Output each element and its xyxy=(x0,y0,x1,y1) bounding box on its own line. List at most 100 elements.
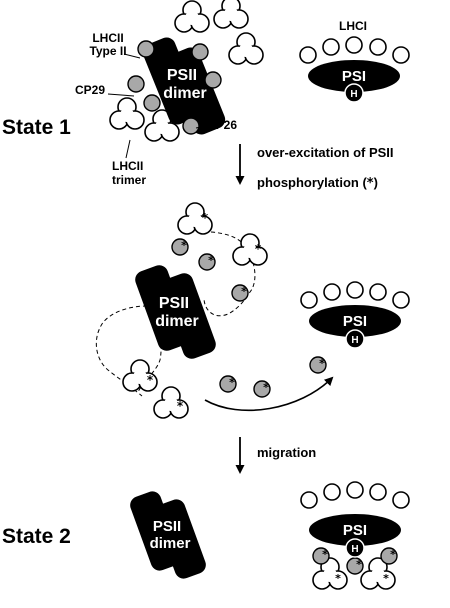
pointer-line xyxy=(125,139,131,159)
phospho-lhcii-trimer xyxy=(232,233,268,266)
bound-minor-antenna xyxy=(380,547,398,565)
bound-minor-antenna xyxy=(312,547,330,565)
psi-complex-state1: LHCI PSI H xyxy=(299,19,410,103)
h-subunit-label: H xyxy=(351,544,358,555)
phospho-mark: * xyxy=(202,211,209,225)
psii-label-line1: PSII xyxy=(167,67,197,84)
pointer-line xyxy=(195,125,206,129)
psi-core xyxy=(308,60,400,92)
lhci-antenna xyxy=(392,491,410,509)
dashed-boundary xyxy=(95,290,169,397)
phospho-minor-antenna xyxy=(231,284,249,302)
lhci-antenna xyxy=(300,491,318,509)
state2-label: State 2 xyxy=(2,525,71,548)
lhci-antenna xyxy=(392,46,410,64)
cp29-label: CP29 xyxy=(75,83,105,97)
lhci-antenna xyxy=(299,46,317,64)
lhci-antenna xyxy=(392,291,410,309)
psi-label: PSI xyxy=(343,313,367,330)
psii-label-line2: dimer xyxy=(150,535,191,552)
phospho-mark: * xyxy=(263,381,269,394)
phospho-mark: * xyxy=(319,357,325,370)
psi-label: PSI xyxy=(343,522,367,539)
minor-antenna xyxy=(182,117,200,135)
minor-antenna xyxy=(204,71,222,89)
phospho-mark: * xyxy=(383,572,389,585)
lhcii-type2-label-line1: LHCII xyxy=(92,31,123,45)
psii-label-line2: dimer xyxy=(155,313,199,330)
psii-dimer-state1: PSII dimer xyxy=(142,37,226,135)
lhci-antenna xyxy=(369,283,387,301)
h-subunit xyxy=(344,83,364,103)
step2-text: migration xyxy=(257,445,316,460)
h-subunit-label: H xyxy=(350,89,357,100)
psii-label-line1: PSII xyxy=(159,295,189,312)
minor-antenna xyxy=(127,75,145,93)
minor-antenna xyxy=(143,94,161,112)
psi-complex-state2: * * * * * PSI H xyxy=(300,481,410,590)
phospho-mark: * xyxy=(390,548,396,561)
phospho-mark: * xyxy=(208,254,214,267)
step2-transition: migration xyxy=(235,437,316,474)
lhcii-type2-label-line2: Type II xyxy=(89,44,126,58)
phospho-mark: * xyxy=(322,548,328,561)
phospho-mark: * xyxy=(356,558,362,571)
phospho-minor-antenna xyxy=(198,253,216,271)
intermediate-group: * * * * PSII dimer * * * * * * xyxy=(95,202,410,419)
lhcii-trimer xyxy=(228,32,264,65)
lhcii-trimer-label-line2: trimer xyxy=(112,173,146,187)
psi-core xyxy=(309,305,401,337)
lhci-antenna xyxy=(346,481,364,499)
h-subunit-label: H xyxy=(351,335,358,346)
pointer-line xyxy=(107,93,135,97)
lhci-antenna xyxy=(300,291,318,309)
state2-group: State 2 PSII dimer * * * * * xyxy=(2,481,410,590)
lhci-label: LHCI xyxy=(339,19,367,33)
h-subunit xyxy=(345,538,365,558)
phospho-mark: * xyxy=(335,572,341,585)
psi-complex-intermediate: PSI H xyxy=(300,281,410,349)
lhci-antenna xyxy=(345,36,363,54)
minor-antenna xyxy=(137,40,155,58)
state1-label: State 1 xyxy=(2,116,71,139)
migrating-antenna xyxy=(309,356,327,374)
step1-text-line1: over-excitation of PSII xyxy=(257,145,394,160)
lhcii-trimer xyxy=(174,0,210,33)
step1-text-line2: phosphorylation (*) xyxy=(257,175,378,191)
lhci-antenna xyxy=(369,483,387,501)
bound-minor-antenna xyxy=(346,557,364,575)
lhci-antenna xyxy=(323,283,341,301)
psii-label-line2: dimer xyxy=(163,85,207,102)
migration-curve-arrow xyxy=(204,376,334,412)
lhcii-trimer xyxy=(109,97,145,130)
phospho-mark: * xyxy=(229,376,235,389)
dashed-boundary xyxy=(189,231,256,317)
lhci-antenna xyxy=(323,483,341,501)
migrating-antenna xyxy=(253,380,271,398)
migrating-antenna xyxy=(219,375,237,393)
phospho-minor-antenna xyxy=(171,238,189,256)
phospho-mark: * xyxy=(147,373,154,387)
minor-antenna xyxy=(191,43,209,61)
lhci-antenna xyxy=(346,281,364,299)
cp26-label: CP26 xyxy=(207,118,237,132)
psii-dimer-intermediate: PSII dimer xyxy=(135,265,216,359)
psii-dimer-state2: PSII dimer xyxy=(130,491,206,579)
phospho-mark: * xyxy=(177,399,184,413)
h-subunit xyxy=(345,329,365,349)
lhci-antenna xyxy=(322,38,340,56)
state1-group: State 1 PSII dimer LHCII Type II CP29 CP… xyxy=(2,0,410,187)
lhcii-trimer xyxy=(213,0,249,29)
lhci-antenna xyxy=(369,38,387,56)
step1-transition: over-excitation of PSII phosphorylation … xyxy=(235,144,394,191)
phospho-mark: * xyxy=(241,285,247,298)
phospho-mark: * xyxy=(255,242,262,256)
psi-core xyxy=(309,514,401,546)
psi-label: PSI xyxy=(342,68,366,85)
psii-label-line1: PSII xyxy=(153,518,181,535)
lhcii-trimer-label-line1: LHCII xyxy=(112,159,143,173)
phospho-mark: * xyxy=(181,239,187,252)
pointer-line xyxy=(123,53,141,59)
